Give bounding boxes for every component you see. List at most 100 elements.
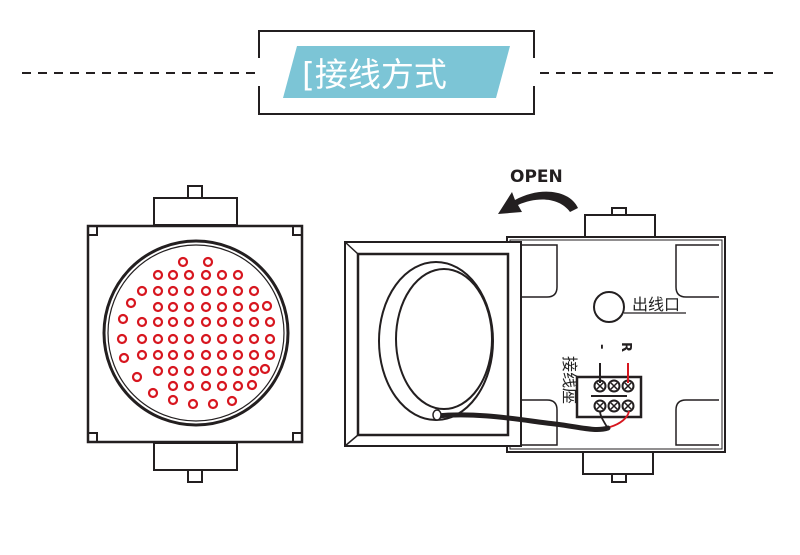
corner-recess bbox=[520, 244, 558, 298]
led-dot bbox=[200, 380, 212, 392]
corner-screw bbox=[87, 225, 98, 236]
led-dot bbox=[167, 394, 179, 406]
lens-ring bbox=[102, 239, 290, 427]
screw-cross bbox=[596, 382, 604, 390]
lid-inner bbox=[356, 252, 510, 437]
led-dot bbox=[116, 333, 128, 345]
led-dot bbox=[264, 333, 276, 345]
led-dot bbox=[207, 398, 219, 410]
red-wire bbox=[609, 410, 630, 428]
led-dot bbox=[152, 269, 164, 281]
back-bottom-bracket bbox=[582, 450, 654, 475]
led-dot bbox=[200, 349, 212, 361]
terminal-label: 接线座 bbox=[560, 356, 579, 404]
led-dot bbox=[167, 349, 179, 361]
led-dot bbox=[167, 269, 179, 281]
back-view: OPEN 出线口 - R 接线座 bbox=[344, 167, 726, 483]
led-dot bbox=[183, 316, 195, 328]
screw-cross bbox=[624, 382, 632, 390]
lid-gasket-inner bbox=[395, 268, 493, 410]
front-view bbox=[86, 185, 304, 483]
led-dot bbox=[183, 380, 195, 392]
led-dot bbox=[183, 301, 195, 313]
led-dot bbox=[202, 256, 214, 268]
cable-outlet-hole bbox=[593, 291, 625, 323]
led-dot bbox=[248, 333, 260, 345]
open-arrow-icon bbox=[498, 191, 578, 214]
led-dot bbox=[216, 316, 228, 328]
led-dot bbox=[264, 349, 276, 361]
led-dot bbox=[216, 333, 228, 345]
led-dot bbox=[131, 371, 143, 383]
corner-screw bbox=[292, 432, 303, 443]
corner-screw bbox=[292, 225, 303, 236]
led-dot bbox=[226, 395, 238, 407]
power-cable bbox=[433, 412, 611, 432]
led-dot bbox=[147, 387, 159, 399]
led-dot bbox=[152, 333, 164, 345]
led-dot bbox=[152, 365, 164, 377]
led-dot bbox=[216, 301, 228, 313]
corner-recess bbox=[520, 399, 558, 446]
led-dot bbox=[264, 316, 276, 328]
led-dot bbox=[232, 301, 244, 313]
led-dot bbox=[183, 285, 195, 297]
led-dot bbox=[248, 316, 260, 328]
section-header: [接线方式 bbox=[22, 30, 778, 115]
top-mount-pin bbox=[187, 185, 203, 199]
led-dot bbox=[167, 301, 179, 313]
lid-bevel bbox=[344, 434, 359, 447]
led-dot bbox=[152, 316, 164, 328]
led-dot bbox=[200, 333, 212, 345]
led-dot bbox=[232, 365, 244, 377]
led-dot bbox=[200, 316, 212, 328]
led-dot bbox=[216, 365, 228, 377]
screw-cross bbox=[624, 402, 632, 410]
led-dot bbox=[183, 365, 195, 377]
led-dot bbox=[152, 349, 164, 361]
led-dot bbox=[136, 285, 148, 297]
back-top-bracket bbox=[584, 214, 656, 238]
top-mount-bracket bbox=[153, 197, 238, 226]
pin-label-negative: - bbox=[594, 344, 609, 349]
lid-bevel bbox=[344, 241, 359, 255]
led-dot bbox=[246, 379, 258, 391]
led-dot bbox=[216, 380, 228, 392]
led-dot bbox=[117, 313, 129, 325]
corner-recess bbox=[675, 399, 719, 446]
led-dot bbox=[216, 269, 228, 281]
open-label: OPEN bbox=[510, 167, 563, 187]
header-title-banner bbox=[283, 46, 510, 98]
led-dot bbox=[177, 256, 189, 268]
led-array bbox=[116, 256, 276, 410]
led-dot bbox=[216, 349, 228, 361]
led-dot bbox=[200, 269, 212, 281]
led-dot bbox=[152, 301, 164, 313]
screw-cross bbox=[610, 382, 618, 390]
screw-cross bbox=[610, 402, 618, 410]
led-dot bbox=[125, 297, 137, 309]
cable-grommet bbox=[432, 409, 442, 421]
screw-cross bbox=[596, 402, 604, 410]
led-dot bbox=[187, 398, 199, 410]
led-dot bbox=[232, 285, 244, 297]
led-dot bbox=[248, 349, 260, 361]
led-dot bbox=[261, 300, 273, 312]
led-dot bbox=[248, 301, 260, 313]
led-dot bbox=[232, 316, 244, 328]
black-wire bbox=[599, 410, 608, 428]
led-dot bbox=[259, 363, 271, 375]
led-dot bbox=[248, 365, 260, 377]
led-dot bbox=[167, 333, 179, 345]
led-dot bbox=[118, 352, 130, 364]
corner-screw bbox=[87, 432, 98, 443]
outlet-label: 出线口 bbox=[632, 295, 680, 314]
header-title: [接线方式 bbox=[302, 55, 447, 94]
led-dot bbox=[232, 269, 244, 281]
led-dot bbox=[200, 285, 212, 297]
led-dot bbox=[232, 333, 244, 345]
header-bracket-frame bbox=[258, 30, 535, 115]
led-dot bbox=[167, 380, 179, 392]
led-dot bbox=[248, 285, 260, 297]
